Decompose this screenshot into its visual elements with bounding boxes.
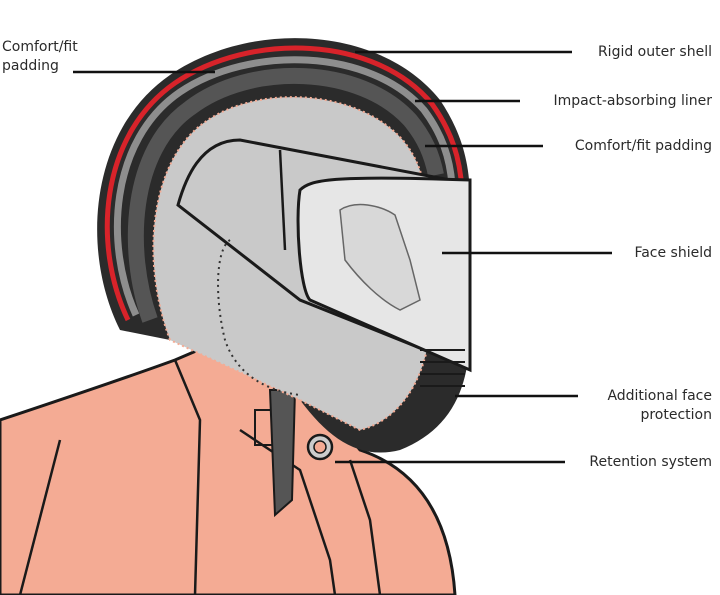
label-comfort-fit-padding-front: Comfort/fit padding [574, 138, 712, 154]
label-line: padding [2, 58, 59, 74]
label-comfort-fit-padding-top: Comfort/fit padding [2, 38, 78, 76]
label-impact-absorbing-liner: Impact-absorbing liner [553, 93, 712, 109]
helmet-shell [97, 38, 472, 453]
label-rigid-outer-shell: Rigid outer shell [597, 44, 712, 60]
retention-strap [268, 389, 334, 518]
label-additional-face-protection: Additional face protection [607, 387, 712, 425]
label-retention-system: Retention system [589, 454, 712, 470]
leader-lines [73, 50, 612, 464]
label-face-shield: Face shield [634, 245, 712, 261]
label-line: protection [640, 407, 712, 423]
label-line: Comfort/fit [2, 39, 78, 55]
label-line: Additional face [607, 388, 712, 404]
